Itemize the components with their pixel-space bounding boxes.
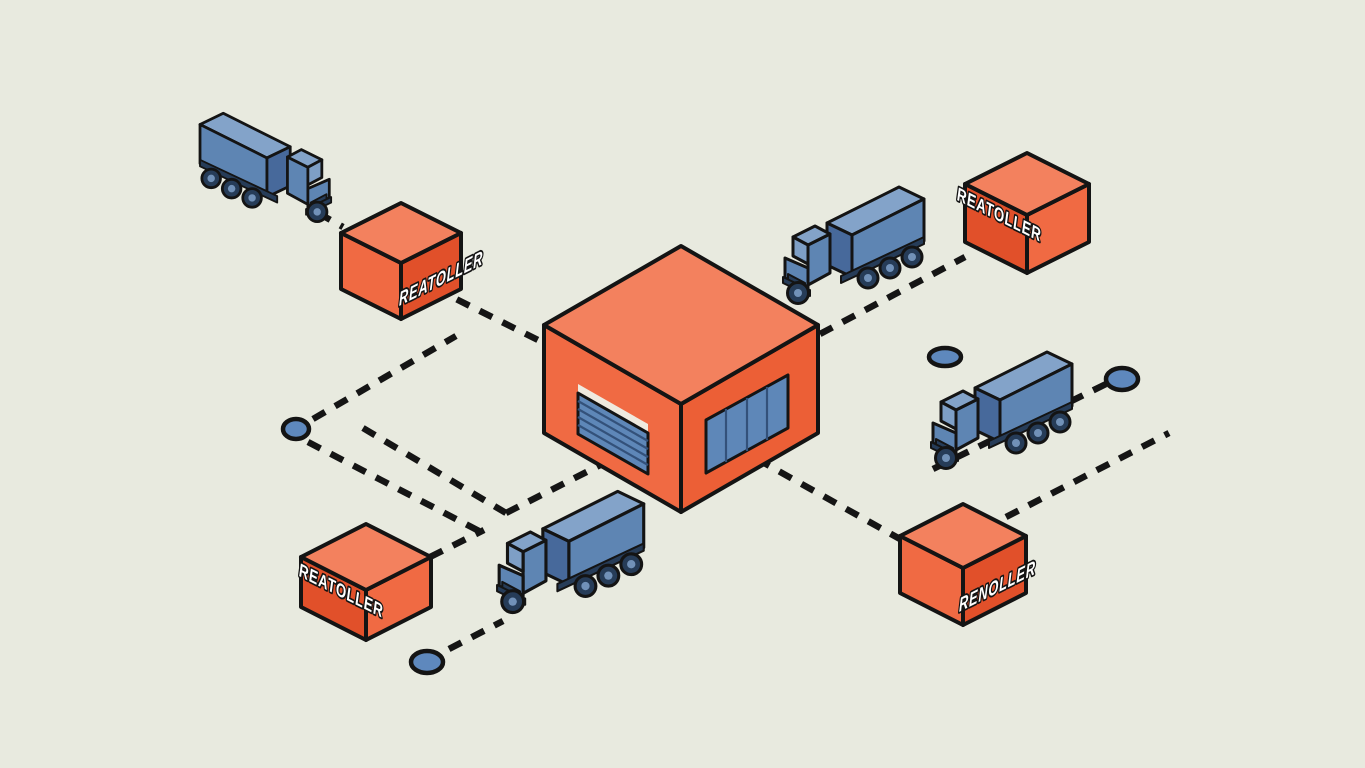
route-segment [432,285,542,344]
box-top-face [963,151,1091,217]
route-segment [306,439,483,535]
box-top-face [299,522,433,592]
warehouse-roof [542,244,820,406]
route-node-center [926,345,964,369]
route-segment [428,527,486,560]
route-node-bottom [408,648,446,676]
route-node-left [280,416,312,442]
warehouse-building [542,244,820,514]
route-nodes [280,345,1141,676]
route-segment [504,455,616,516]
box-top-face [898,502,1028,570]
garage-door-right [704,373,790,475]
retailer-box-top-left: REATOLLER [339,201,485,321]
retailer-box-top-right: REATOLLER [956,151,1091,275]
retailer-box-bottom-left: REATOLLER [298,522,433,642]
route-dashed-lines [306,210,1171,652]
box-top-face [339,201,463,265]
route-segment [361,425,508,516]
route-segment [1004,430,1171,520]
route-segment [447,618,505,652]
route-segment [818,254,967,337]
route-node-right [1103,365,1141,393]
route-segment [311,333,458,422]
route-segment [931,381,1108,472]
garage-door-left [576,384,650,476]
route-segment [755,456,902,542]
